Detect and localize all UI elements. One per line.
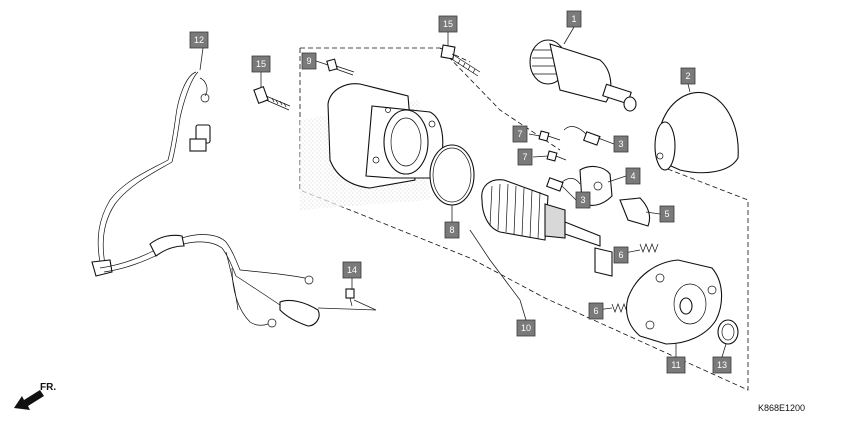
callout-12: 12 (189, 31, 209, 49)
callout-1: 1 (566, 10, 582, 28)
armature-10 (481, 179, 613, 277)
svg-text:4: 4 (630, 171, 635, 181)
end-cover-11 (625, 259, 723, 345)
screw-9 (326, 58, 355, 76)
assembly-boundary (299, 47, 749, 391)
front-direction-arrow: FR. (14, 382, 56, 410)
callout-15-top: 15 (438, 15, 458, 33)
spring-6-lower (611, 303, 628, 313)
callout-15-left: 15 (251, 55, 271, 73)
svg-text:1: 1 (571, 14, 576, 24)
svg-text:3: 3 (618, 139, 623, 149)
bolt-14 (345, 288, 355, 307)
svg-text:12: 12 (194, 35, 204, 45)
starter-drive-1 (529, 39, 637, 112)
brush-3-upper (563, 126, 601, 146)
screw-7-lower (546, 150, 567, 162)
screw-7-upper (538, 130, 561, 142)
svg-text:8: 8 (449, 225, 454, 235)
svg-text:2: 2 (685, 71, 690, 81)
callout-9: 9 (301, 52, 317, 70)
washer-13 (717, 319, 739, 345)
svg-text:15: 15 (443, 19, 453, 29)
callout-13: 13 (712, 356, 732, 374)
svg-text:5: 5 (664, 209, 669, 219)
svg-text:13: 13 (717, 360, 727, 370)
callout-2: 2 (680, 67, 696, 85)
svg-text:3: 3 (580, 195, 585, 205)
callout-7-upper: 7 (512, 125, 528, 143)
callout-10: 10 (516, 319, 536, 337)
svg-text:6: 6 (618, 250, 623, 260)
callout-3-lower: 3 (575, 191, 591, 209)
motor-housing (327, 83, 444, 189)
diagram-code: K868E1200 (758, 403, 805, 413)
svg-text:FR.: FR. (40, 382, 56, 393)
callout-6-lower: 6 (588, 302, 604, 320)
callout-8: 8 (444, 221, 460, 239)
svg-text:6: 6 (593, 306, 598, 316)
callout-14: 14 (342, 261, 362, 279)
callout-7-lower: 7 (517, 148, 533, 166)
bolt-15-left (253, 86, 291, 111)
holder-5 (619, 197, 651, 227)
svg-text:14: 14 (347, 265, 357, 275)
callout-11: 11 (666, 356, 686, 374)
callout-5: 5 (659, 205, 675, 223)
callout-6-upper: 6 (613, 246, 629, 264)
svg-text:15: 15 (256, 59, 266, 69)
cover-2 (654, 92, 739, 174)
svg-text:9: 9 (306, 56, 311, 66)
callout-3-upper: 3 (613, 135, 629, 153)
svg-text:10: 10 (521, 323, 531, 333)
svg-text:7: 7 (517, 129, 522, 139)
spring-6-upper (639, 243, 659, 253)
svg-text:11: 11 (671, 360, 680, 370)
wire-harness (91, 71, 320, 328)
leader-lines (199, 26, 727, 358)
o-ring-8 (429, 144, 475, 206)
svg-text:7: 7 (522, 152, 527, 162)
bolt-15-top (440, 44, 481, 77)
brush-3-lower (546, 177, 581, 192)
callout-4: 4 (625, 167, 641, 185)
